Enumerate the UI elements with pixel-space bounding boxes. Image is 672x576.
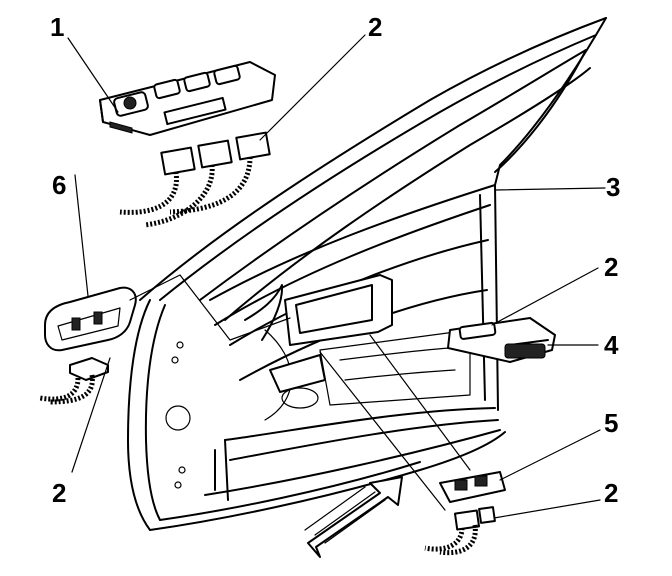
callout-6: 6 bbox=[52, 170, 66, 200]
callout-4: 4 bbox=[604, 330, 619, 360]
callout-1: 1 bbox=[50, 12, 64, 42]
connector-top bbox=[119, 131, 271, 228]
connector-bottom bbox=[424, 506, 496, 556]
callout-2-top: 2 bbox=[368, 12, 382, 42]
lower-switch bbox=[439, 471, 506, 503]
callout-5: 5 bbox=[604, 408, 618, 438]
callout-3: 3 bbox=[606, 172, 620, 202]
door-lock-switch bbox=[44, 286, 137, 352]
leader-lines bbox=[67, 34, 606, 519]
connector-left bbox=[39, 357, 109, 405]
rear-window-switch bbox=[447, 317, 556, 363]
front-arrow bbox=[304, 476, 403, 558]
callout-2-bottom: 2 bbox=[604, 478, 618, 508]
window-switch-assembly bbox=[99, 61, 276, 136]
door-panel bbox=[127, 17, 607, 531]
callout-2-right: 2 bbox=[604, 252, 618, 282]
callout-2-left: 2 bbox=[52, 478, 66, 508]
